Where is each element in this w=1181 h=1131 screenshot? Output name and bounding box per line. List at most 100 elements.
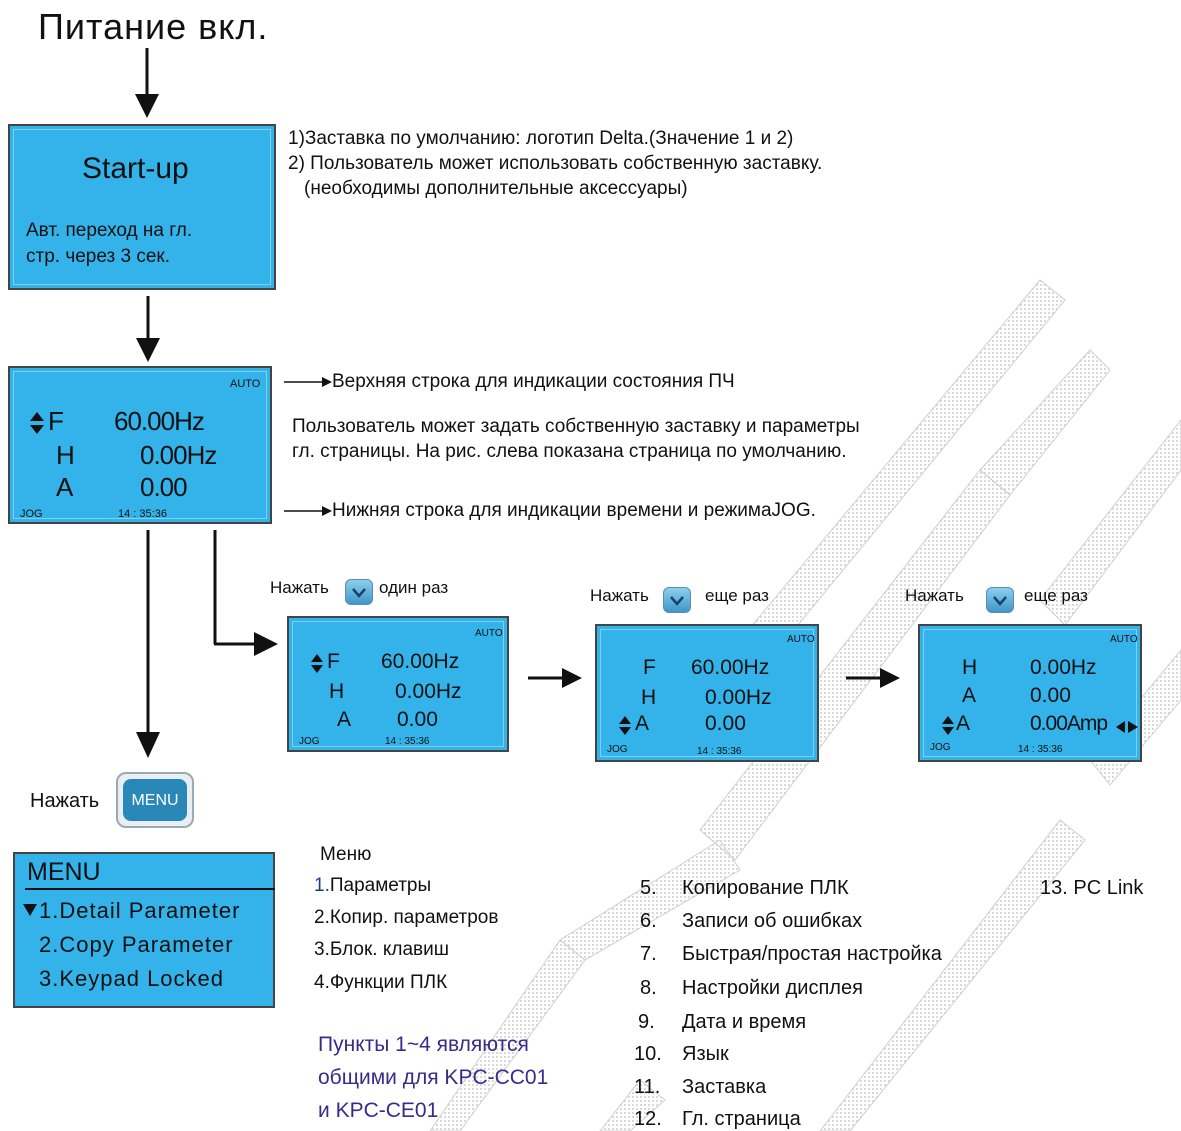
menu-screen-item-1[interactable]: 1.Detail Parameter	[39, 898, 241, 923]
menu-item-8: 8. Настройки дисплея	[640, 977, 863, 1000]
s4-auto: AUTO	[1110, 634, 1138, 645]
chevron-down-icon	[352, 588, 366, 598]
menu-item-6: 6.Записи об ошибках	[640, 910, 862, 933]
menu-item-10-text: Язык	[682, 1043, 729, 1065]
menu-item-1-num: 1.	[314, 875, 330, 896]
s4-row1-value: 0.00Hz	[1030, 656, 1097, 679]
press-step-3-prefix: Нажать	[905, 586, 964, 605]
pointer-arrow-top	[284, 377, 332, 387]
menu-item-12: 12.Гл. страница	[634, 1108, 801, 1131]
s3-row3-label: A	[635, 712, 650, 735]
menu-screen-item-2[interactable]: 2.Copy Parameter	[39, 932, 234, 957]
startup-line2: стр. через 3 сек.	[26, 246, 171, 267]
arrow-right-1	[528, 668, 582, 688]
annotation-top-line: Верхняя строка для индикации состояния П…	[332, 371, 735, 392]
arrow-down-menu	[136, 530, 160, 758]
arrow-down-1	[135, 48, 159, 118]
menu-item-4-text: Функции ПЛК	[329, 972, 448, 993]
left-right-icon	[1116, 721, 1138, 733]
menu-screen-title: MENU	[27, 858, 101, 886]
arrow-elbow	[213, 530, 278, 656]
arrow-down-2	[136, 296, 160, 362]
annotation-bottom-line: Нижняя строка для индикации времени и ре…	[332, 500, 816, 521]
arrow-right-2	[846, 668, 900, 688]
menu-item-6-num: 6.	[640, 910, 657, 932]
s4-row2-value: 0.00	[1030, 684, 1071, 707]
menu-screen-item-3[interactable]: 3.Keypad Locked	[39, 966, 225, 991]
menu-button-label: MENU	[123, 779, 187, 821]
menu-item-3-num: 3.	[314, 939, 330, 960]
menu-item-9-num: 9.	[638, 1011, 655, 1033]
menu-item-1: 1.Параметры	[314, 875, 431, 897]
s4-row1-label: H	[962, 656, 978, 679]
startup-note-2: 2) Пользователь может использовать собст…	[288, 153, 823, 174]
menu-item-11: 11.Заставка	[634, 1076, 766, 1099]
menu-item-3: 3.Блок. клавиш	[314, 939, 449, 961]
s3-row1-label: F	[643, 656, 656, 679]
s3-jog: JOG	[607, 744, 628, 755]
menu-item-11-num: 11.	[634, 1076, 661, 1098]
menu-press-prefix: Нажать	[30, 790, 100, 812]
menu-list-heading: Меню	[320, 844, 372, 865]
down-key-1[interactable]	[345, 579, 373, 605]
main-row3-value: 0.00	[140, 472, 188, 502]
s2-jog: JOG	[299, 736, 320, 747]
annotation-user-2: гл. страницы. На рис. слева показана стр…	[292, 441, 847, 462]
s4-row3-label: A	[956, 712, 971, 735]
down-key-2[interactable]	[663, 587, 691, 613]
s3-row2-label: H	[641, 686, 657, 709]
menu-item-1-text: Параметры	[329, 875, 432, 896]
menu-item-5-num: 5.	[640, 877, 657, 899]
s2-row2-label: H	[329, 680, 345, 703]
menu-item-2-text: Копир. параметров	[329, 907, 499, 928]
menu-item-4-num: 4.	[314, 972, 330, 993]
menu-item-12-text: Гл. страница	[682, 1108, 801, 1130]
screen-3: AUTO F 60.00Hz H 0.00Hz A 0.00 JOG 14 : …	[595, 624, 819, 762]
status-time: 14 : 35:36	[118, 508, 167, 520]
up-down-icon	[30, 412, 44, 434]
menu-button[interactable]: MENU	[116, 772, 194, 828]
menu-item-13: 13. PC Link	[1040, 877, 1144, 899]
s3-row2-value: 0.00Hz	[705, 686, 772, 709]
common-note-1: Пункты 1~4 являются	[318, 1033, 529, 1056]
menu-item-2: 2.Копир. параметров	[314, 907, 498, 929]
menu-cursor-icon	[23, 904, 37, 916]
page-title: Питание вкл.	[38, 6, 269, 47]
main-row1-value: 60.00Hz	[114, 406, 205, 436]
menu-item-8-num: 8.	[640, 977, 657, 999]
menu-item-4: 4.Функции ПЛК	[314, 972, 447, 994]
menu-item-10-num: 10.	[634, 1043, 662, 1065]
menu-item-10: 10. Язык	[634, 1043, 729, 1066]
menu-item-7-text: Быстрая/простая настройка	[682, 943, 942, 965]
main-row2-value: 0.00Hz	[140, 440, 217, 470]
menu-item-9-text: Дата и время	[682, 1011, 807, 1033]
s3-row1-value: 60.00Hz	[691, 656, 770, 679]
s4-jog: JOG	[930, 742, 951, 753]
status-auto: AUTO	[230, 378, 261, 390]
menu-item-5-text: Копирование ПЛК	[682, 877, 849, 899]
down-key-3[interactable]	[986, 587, 1014, 613]
s2-row2-value: 0.00Hz	[395, 680, 462, 703]
s2-time: 14 : 35:36	[385, 736, 430, 747]
common-note-3: и KPC-CE01	[318, 1099, 439, 1122]
s2-auto: AUTO	[475, 628, 503, 639]
press-step-2-suffix: еще раз	[705, 586, 769, 605]
menu-item-3-text: Блок. клавиш	[329, 939, 449, 960]
menu-item-5: 5. Копирование ПЛК	[640, 877, 849, 900]
s4-row2-label: A	[962, 684, 977, 707]
s2-row1-label: F	[327, 650, 340, 673]
startup-heading: Start-up	[82, 152, 189, 185]
status-jog: JOG	[20, 508, 43, 520]
startup-line1: Авт. переход на гл.	[26, 220, 193, 241]
chevron-down-icon	[670, 596, 684, 606]
startup-screen: Start-up Авт. переход на гл. стр. через …	[8, 124, 276, 290]
s3-time: 14 : 35:36	[697, 746, 742, 757]
main-row3-label: A	[56, 472, 74, 502]
pointer-arrow-bottom	[284, 506, 332, 516]
menu-item-7-num: 7.	[640, 943, 657, 965]
main-row2-label: H	[56, 440, 75, 470]
menu-item-2-num: 2.	[314, 907, 330, 928]
menu-item-8-text: Настройки дисплея	[682, 977, 863, 999]
press-step-1-prefix: Нажать	[270, 578, 329, 597]
